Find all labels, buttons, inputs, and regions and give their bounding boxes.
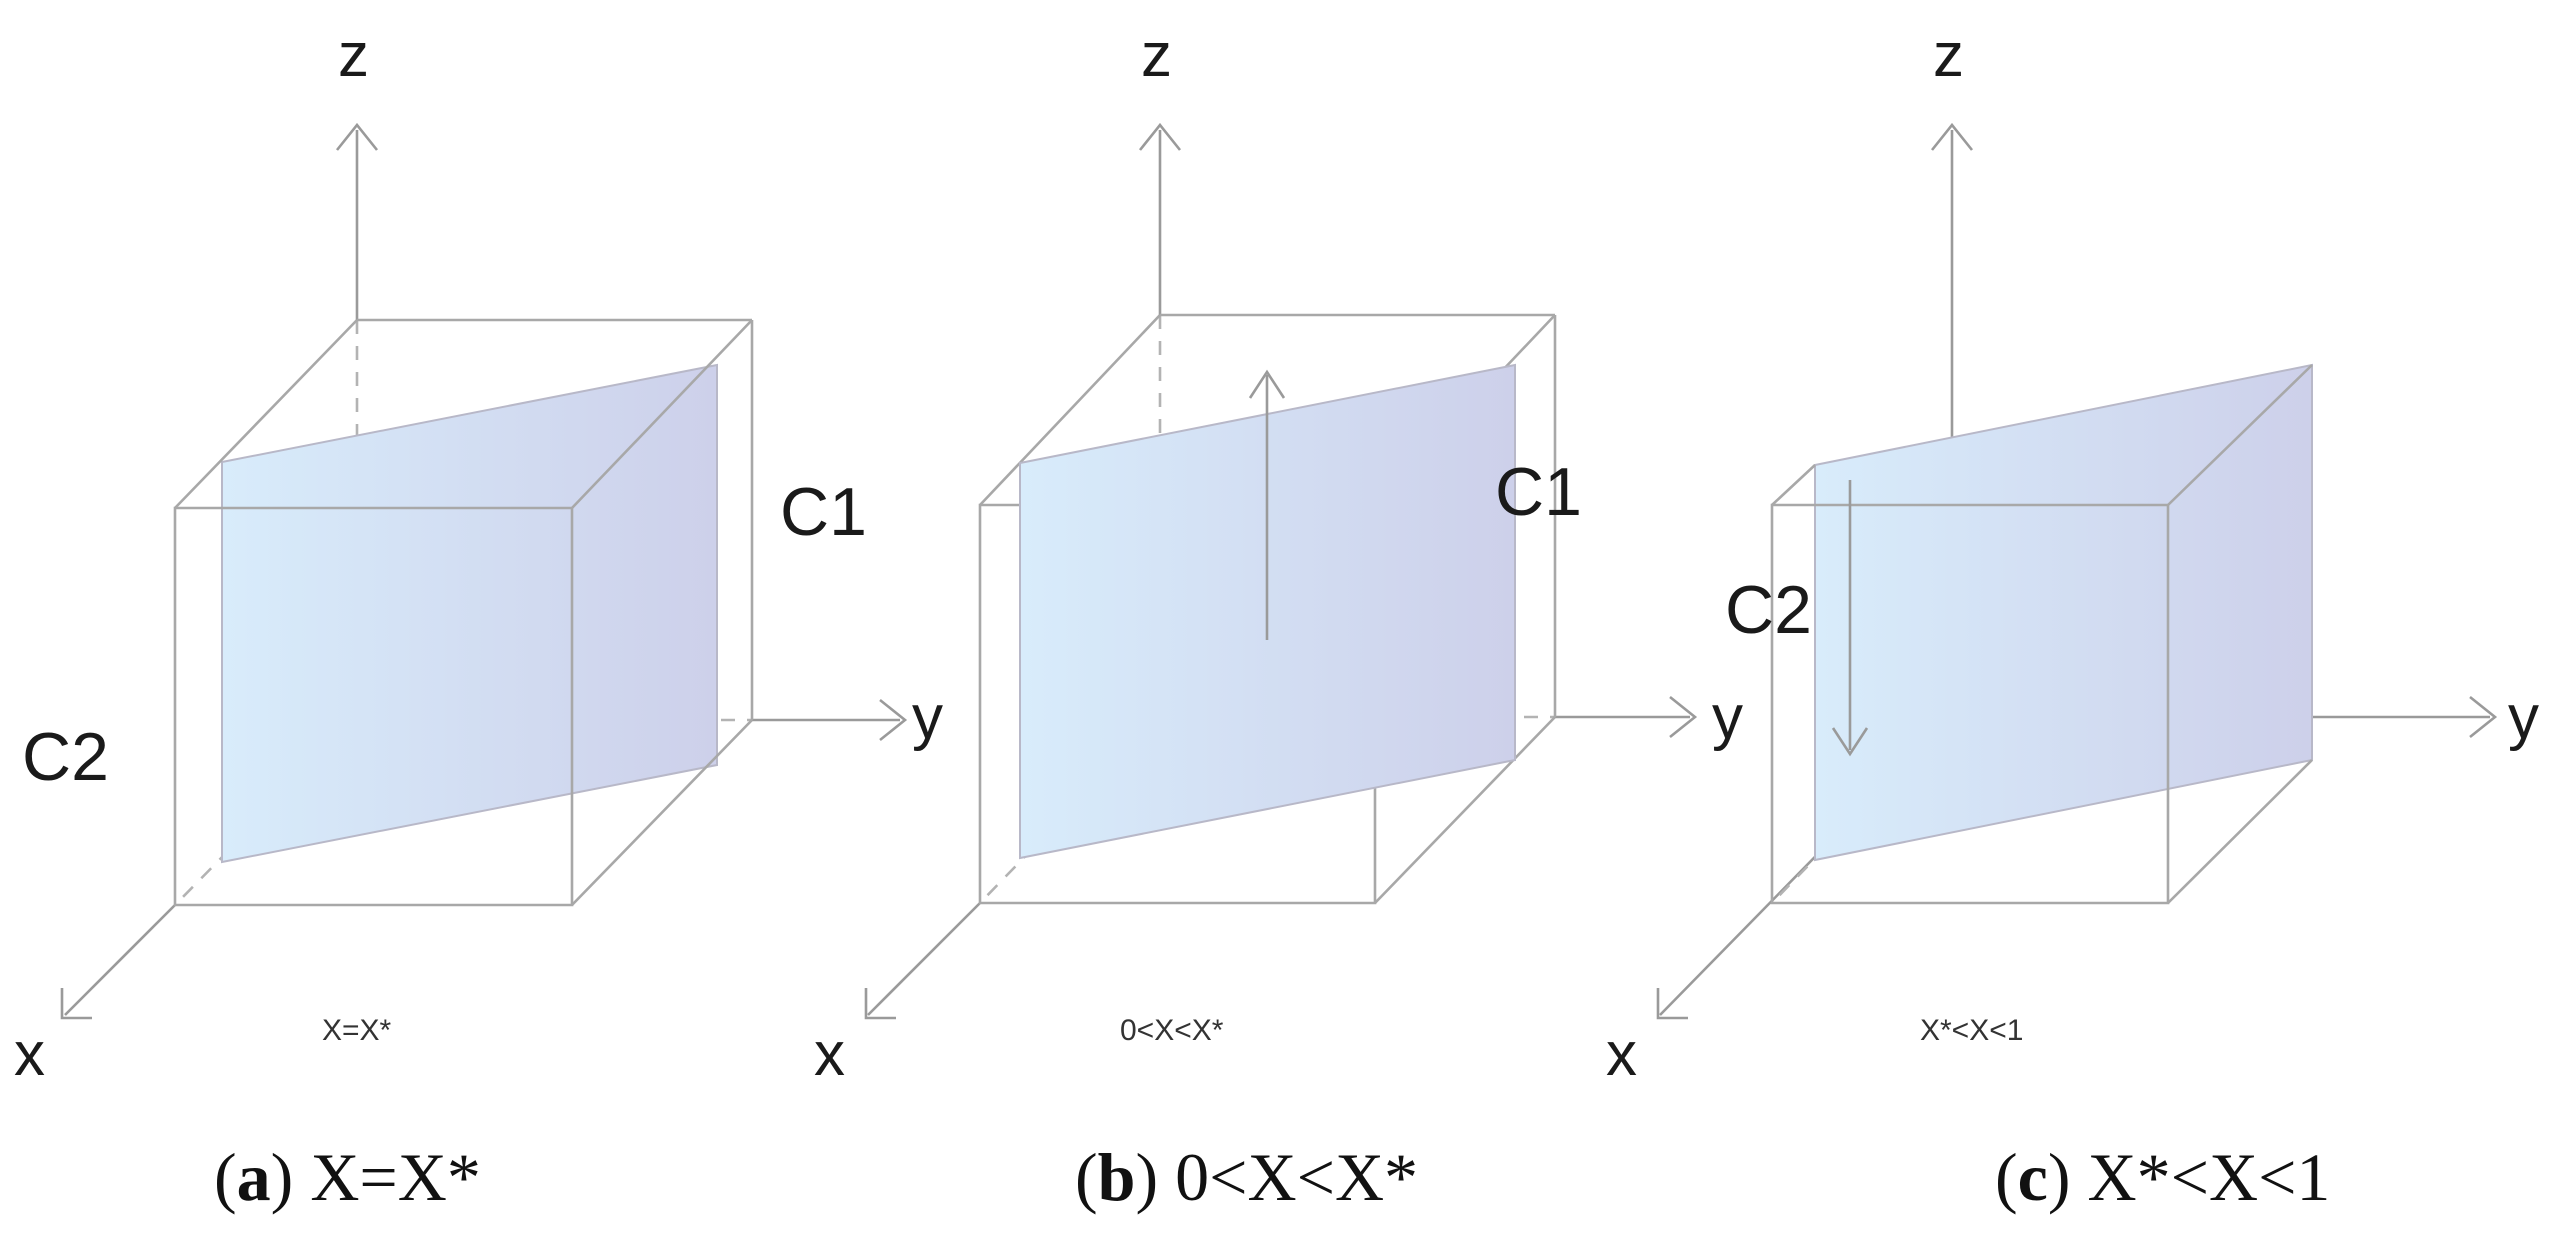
y-axis-label: y xyxy=(2508,683,2539,752)
cube-top-right-edge xyxy=(571,319,753,509)
condition-label: 0<X<X* xyxy=(1120,1014,1224,1047)
z-axis-arrowhead xyxy=(1930,122,1974,151)
cube-top-left-edge xyxy=(979,314,1161,506)
c1-label: C1 xyxy=(1495,454,1582,530)
c2-label: C2 xyxy=(22,719,109,795)
cube-bottom-right-edge xyxy=(1374,716,1556,904)
panel-c: z y x C2 X*<X<1 (c) X*<X<1 xyxy=(1606,21,2539,1215)
y-axis-label: y xyxy=(912,683,943,752)
z-axis-arrowhead xyxy=(1138,122,1182,151)
cube-top-right-edge xyxy=(2167,364,2313,506)
x-axis-label: x xyxy=(14,1020,45,1089)
upward-shift-arrowhead xyxy=(1248,369,1286,399)
caption-text: X=X* xyxy=(310,1139,481,1215)
x-axis-arrowhead xyxy=(864,988,896,1020)
z-axis-arrowhead xyxy=(335,122,379,151)
panel-b: z y x C1 0<X<X* (b) 0<X<X* xyxy=(814,21,1743,1215)
x-axis-label: x xyxy=(1606,1020,1637,1089)
plane-outline xyxy=(1019,363,1516,860)
panel-a: z y x C1 C2 X=X* (a) X=X* xyxy=(14,21,943,1215)
x-axis-arrowhead xyxy=(60,988,92,1020)
caption-b: (b) 0<X<X* xyxy=(1075,1139,1418,1215)
cube-top-left-edge xyxy=(174,319,358,509)
condition-label: X*<X<1 xyxy=(1920,1014,2023,1047)
y-axis-arrowhead xyxy=(2469,695,2498,739)
y-axis-label: y xyxy=(1712,683,1743,752)
x-axis-label: x xyxy=(814,1020,845,1089)
caption-letter: c xyxy=(2018,1139,2048,1215)
x-axis-line xyxy=(64,904,176,1016)
hidden-edge-x xyxy=(174,719,358,906)
z-axis-label: z xyxy=(1933,21,1964,90)
separating-plane xyxy=(222,365,717,862)
cube-bottom-right-edge xyxy=(571,719,753,906)
x-axis-arrowhead xyxy=(1656,988,1688,1020)
caption-c: (c) X*<X<1 xyxy=(1995,1139,2330,1215)
caption-letter: a xyxy=(237,1139,271,1215)
z-axis-label: z xyxy=(1141,21,1172,90)
x-axis-line xyxy=(867,902,981,1016)
y-axis-arrowhead xyxy=(879,698,908,742)
plane-outline xyxy=(221,363,718,864)
caption-text: 0<X<X* xyxy=(1175,1139,1418,1215)
z-axis-label: z xyxy=(338,21,369,90)
y-axis-arrowhead xyxy=(1669,695,1698,739)
caption-text: X*<X<1 xyxy=(2088,1139,2331,1215)
c2-label: C2 xyxy=(1725,572,1812,648)
c1-label: C1 xyxy=(780,474,867,550)
downward-shift-arrowhead xyxy=(1831,727,1869,757)
separating-plane xyxy=(1815,365,2312,860)
cube-top-left-edge xyxy=(1771,464,1816,506)
condition-label: X=X* xyxy=(322,1014,392,1047)
hidden-edge-x xyxy=(979,716,1161,904)
cube-bottom-right-edge xyxy=(2167,759,2313,904)
caption-letter: b xyxy=(1098,1139,1136,1215)
caption-a: (a) X=X* xyxy=(214,1139,481,1215)
hidden-edge-x xyxy=(1771,716,1953,904)
